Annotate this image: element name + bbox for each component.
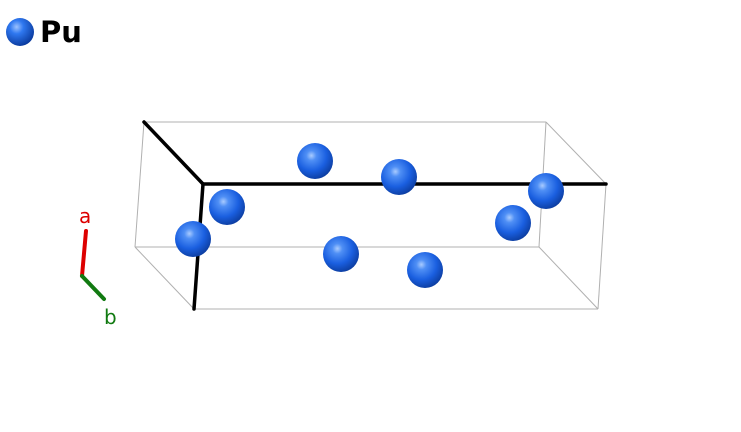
unit-cell-outline — [134, 121, 607, 310]
cell-edge — [597, 183, 607, 310]
cell-edge — [538, 246, 599, 310]
pu-atom[interactable] — [209, 189, 245, 225]
cell-edge — [134, 121, 145, 248]
pu-atom[interactable] — [297, 143, 333, 179]
cell-edge — [134, 246, 195, 310]
pu-atom[interactable] — [407, 252, 443, 288]
element-legend: Pu — [5, 12, 82, 52]
legend-atom-icon — [6, 18, 34, 46]
pu-atom[interactable] — [323, 236, 359, 272]
pu-atom[interactable] — [495, 205, 531, 241]
b-axis-label: b — [104, 305, 117, 329]
pu-atom[interactable] — [175, 221, 211, 257]
legend-element-label: Pu — [40, 14, 82, 49]
atoms — [175, 143, 564, 288]
a-axis-label: a — [79, 204, 92, 228]
pu-atom[interactable] — [381, 159, 417, 195]
cell-axis-edge — [142, 120, 205, 186]
cell-edge — [545, 121, 607, 185]
b-axis-icon — [80, 274, 106, 301]
a-axis-icon — [80, 229, 88, 278]
axis-indicator — [80, 229, 106, 301]
pu-atom[interactable] — [528, 173, 564, 209]
